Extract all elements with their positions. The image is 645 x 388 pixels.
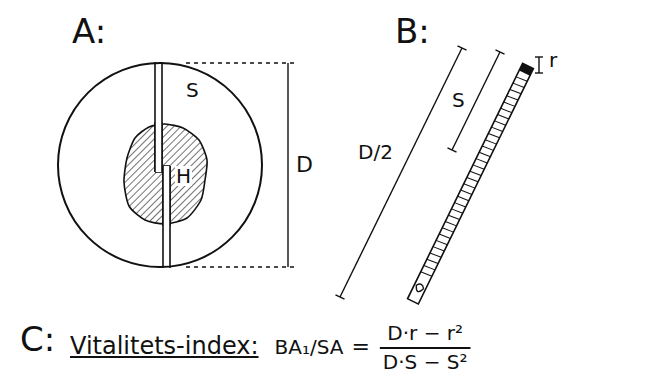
figure-letter: B: (395, 14, 430, 48)
growth-ring (430, 252, 441, 258)
growth-ring (467, 177, 478, 183)
growth-ring (488, 133, 499, 139)
heartwood-letter: H (175, 166, 192, 186)
core-tip (414, 283, 425, 294)
growth-ring (461, 189, 472, 195)
ring-width-mark (535, 56, 543, 57)
extension-line (186, 62, 298, 63)
formula-numerator: D·r − r² (387, 323, 463, 343)
growth-ring (470, 170, 481, 176)
heartwood-region: H (121, 122, 209, 226)
growth-ring (427, 258, 438, 264)
figure-letter: A: (72, 14, 106, 48)
dimension-line (287, 63, 288, 267)
growth-ring (507, 95, 518, 101)
heartwood-outline (121, 122, 209, 226)
growth-ring (476, 158, 487, 164)
growth-ring (442, 227, 453, 233)
dimension-label: D/2 (358, 142, 393, 162)
boring-strip-edge (154, 62, 156, 172)
growth-ring (455, 202, 466, 208)
sapwood-line (452, 52, 500, 150)
boring-strip (163, 166, 170, 226)
dimension-label: D (296, 154, 313, 176)
growth-ring (439, 233, 450, 239)
dimension-label: r (549, 50, 557, 70)
ring-width-mark (538, 57, 539, 73)
boring-strip-edge (162, 166, 164, 226)
growth-ring (464, 183, 475, 189)
growth-ring (482, 145, 493, 151)
boring-strip-edge (161, 122, 163, 172)
core-rings (421, 76, 528, 277)
fraction-bar (380, 347, 471, 349)
growth-ring (473, 164, 484, 170)
growth-ring (451, 208, 462, 214)
dimension-tick (496, 50, 505, 54)
formula-ratio: BA₁/SA (275, 337, 344, 357)
sapwood-letter: S (185, 80, 200, 100)
boring-strip-edge (169, 166, 171, 268)
core-body (408, 63, 534, 304)
formula-denominator: D·S − S² (383, 352, 468, 372)
dimension-label: S (452, 90, 465, 110)
boring-strip-edge (154, 122, 156, 172)
growth-ring (513, 82, 524, 88)
boring-strip (155, 122, 162, 172)
extension-line (186, 266, 298, 267)
ring-width-mark (535, 72, 543, 73)
boring-strip-edge (169, 166, 171, 226)
half-diameter-line (340, 48, 462, 297)
growth-ring (445, 221, 456, 227)
growth-ring (485, 139, 496, 145)
dimension-tick (458, 46, 467, 50)
growth-ring (504, 101, 515, 107)
stem-circle (58, 63, 262, 267)
figure-letter: C: (20, 322, 55, 356)
stem-cross-section: SH (57, 62, 263, 268)
boring-strip-edge (162, 166, 164, 268)
growth-ring (501, 107, 512, 113)
growth-ring (479, 151, 490, 157)
increment-core (408, 63, 534, 304)
boring-strip-edge (161, 62, 163, 172)
dimension-tick (448, 148, 457, 152)
growth-ring (448, 214, 459, 220)
growth-ring (424, 265, 435, 271)
growth-ring (433, 246, 444, 252)
growth-ring (458, 195, 469, 201)
growth-ring (436, 239, 447, 245)
growth-ring (491, 126, 502, 132)
growth-ring (510, 89, 521, 95)
formula-title: Vitalitets-index: (70, 334, 259, 358)
growth-ring (421, 271, 432, 277)
growth-ring (516, 76, 527, 82)
core-bark-cap (519, 63, 533, 75)
formula-equals: = (351, 336, 369, 358)
dimension-tick (336, 295, 345, 299)
growth-ring (498, 114, 509, 120)
growth-ring (495, 120, 506, 126)
